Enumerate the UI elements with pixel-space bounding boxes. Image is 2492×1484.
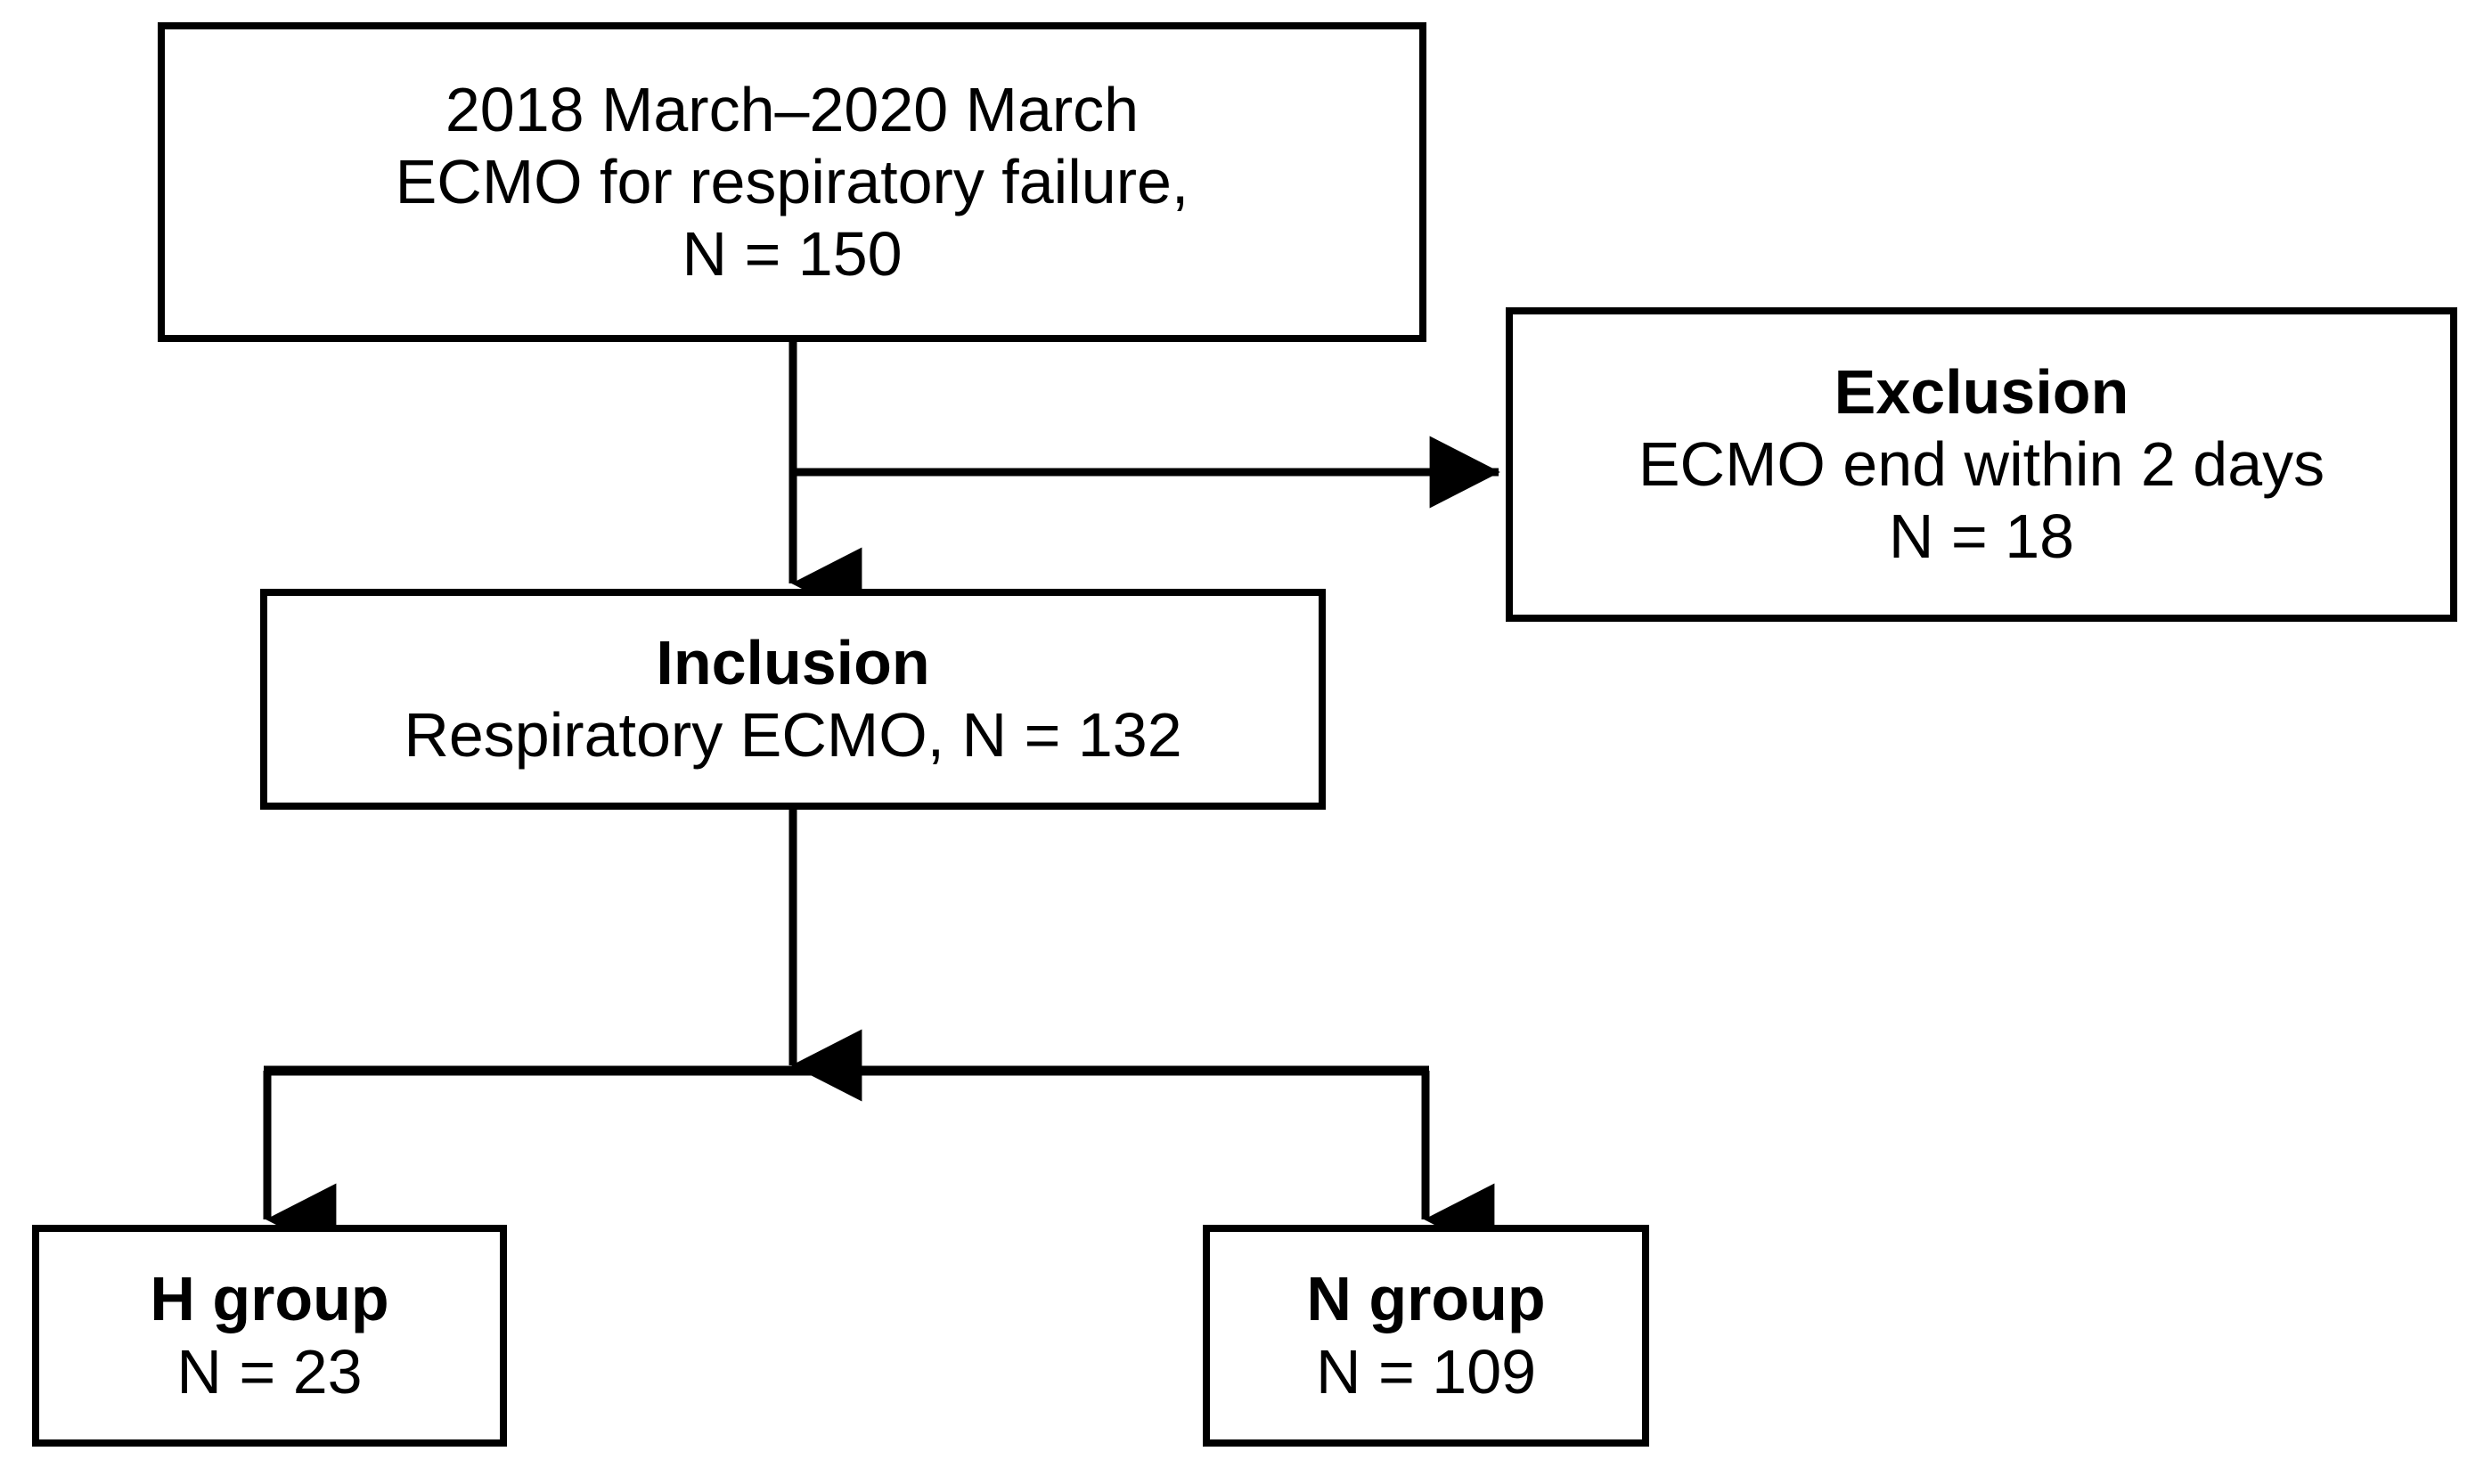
inclusion-heading: Inclusion	[656, 627, 930, 697]
exclusion-box: Exclusion ECMO end within 2 days N = 18	[1506, 307, 2457, 622]
exclusion-count: N = 18	[1888, 501, 2075, 572]
exclusion-heading: Exclusion	[1834, 356, 2129, 427]
h-group-heading: H group	[150, 1264, 389, 1334]
n-group-box: N group N = 109	[1203, 1225, 1649, 1447]
n-group-heading: N group	[1306, 1264, 1546, 1334]
exclusion-criterion: ECMO end within 2 days	[1638, 428, 2325, 499]
enrollment-line-2: ECMO for respiratory failure,	[395, 146, 1189, 216]
enrollment-line-1: 2018 March–2020 March	[445, 74, 1140, 144]
inclusion-detail: Respiratory ECMO, N = 132	[404, 700, 1182, 770]
enrollment-box: 2018 March–2020 March ECMO for respirato…	[158, 22, 1426, 342]
enrollment-count: N = 150	[682, 219, 903, 289]
inclusion-box: Inclusion Respiratory ECMO, N = 132	[260, 589, 1326, 810]
n-group-count: N = 109	[1315, 1336, 1537, 1407]
h-group-count: N = 23	[176, 1336, 363, 1407]
h-group-box: H group N = 23	[32, 1225, 507, 1447]
